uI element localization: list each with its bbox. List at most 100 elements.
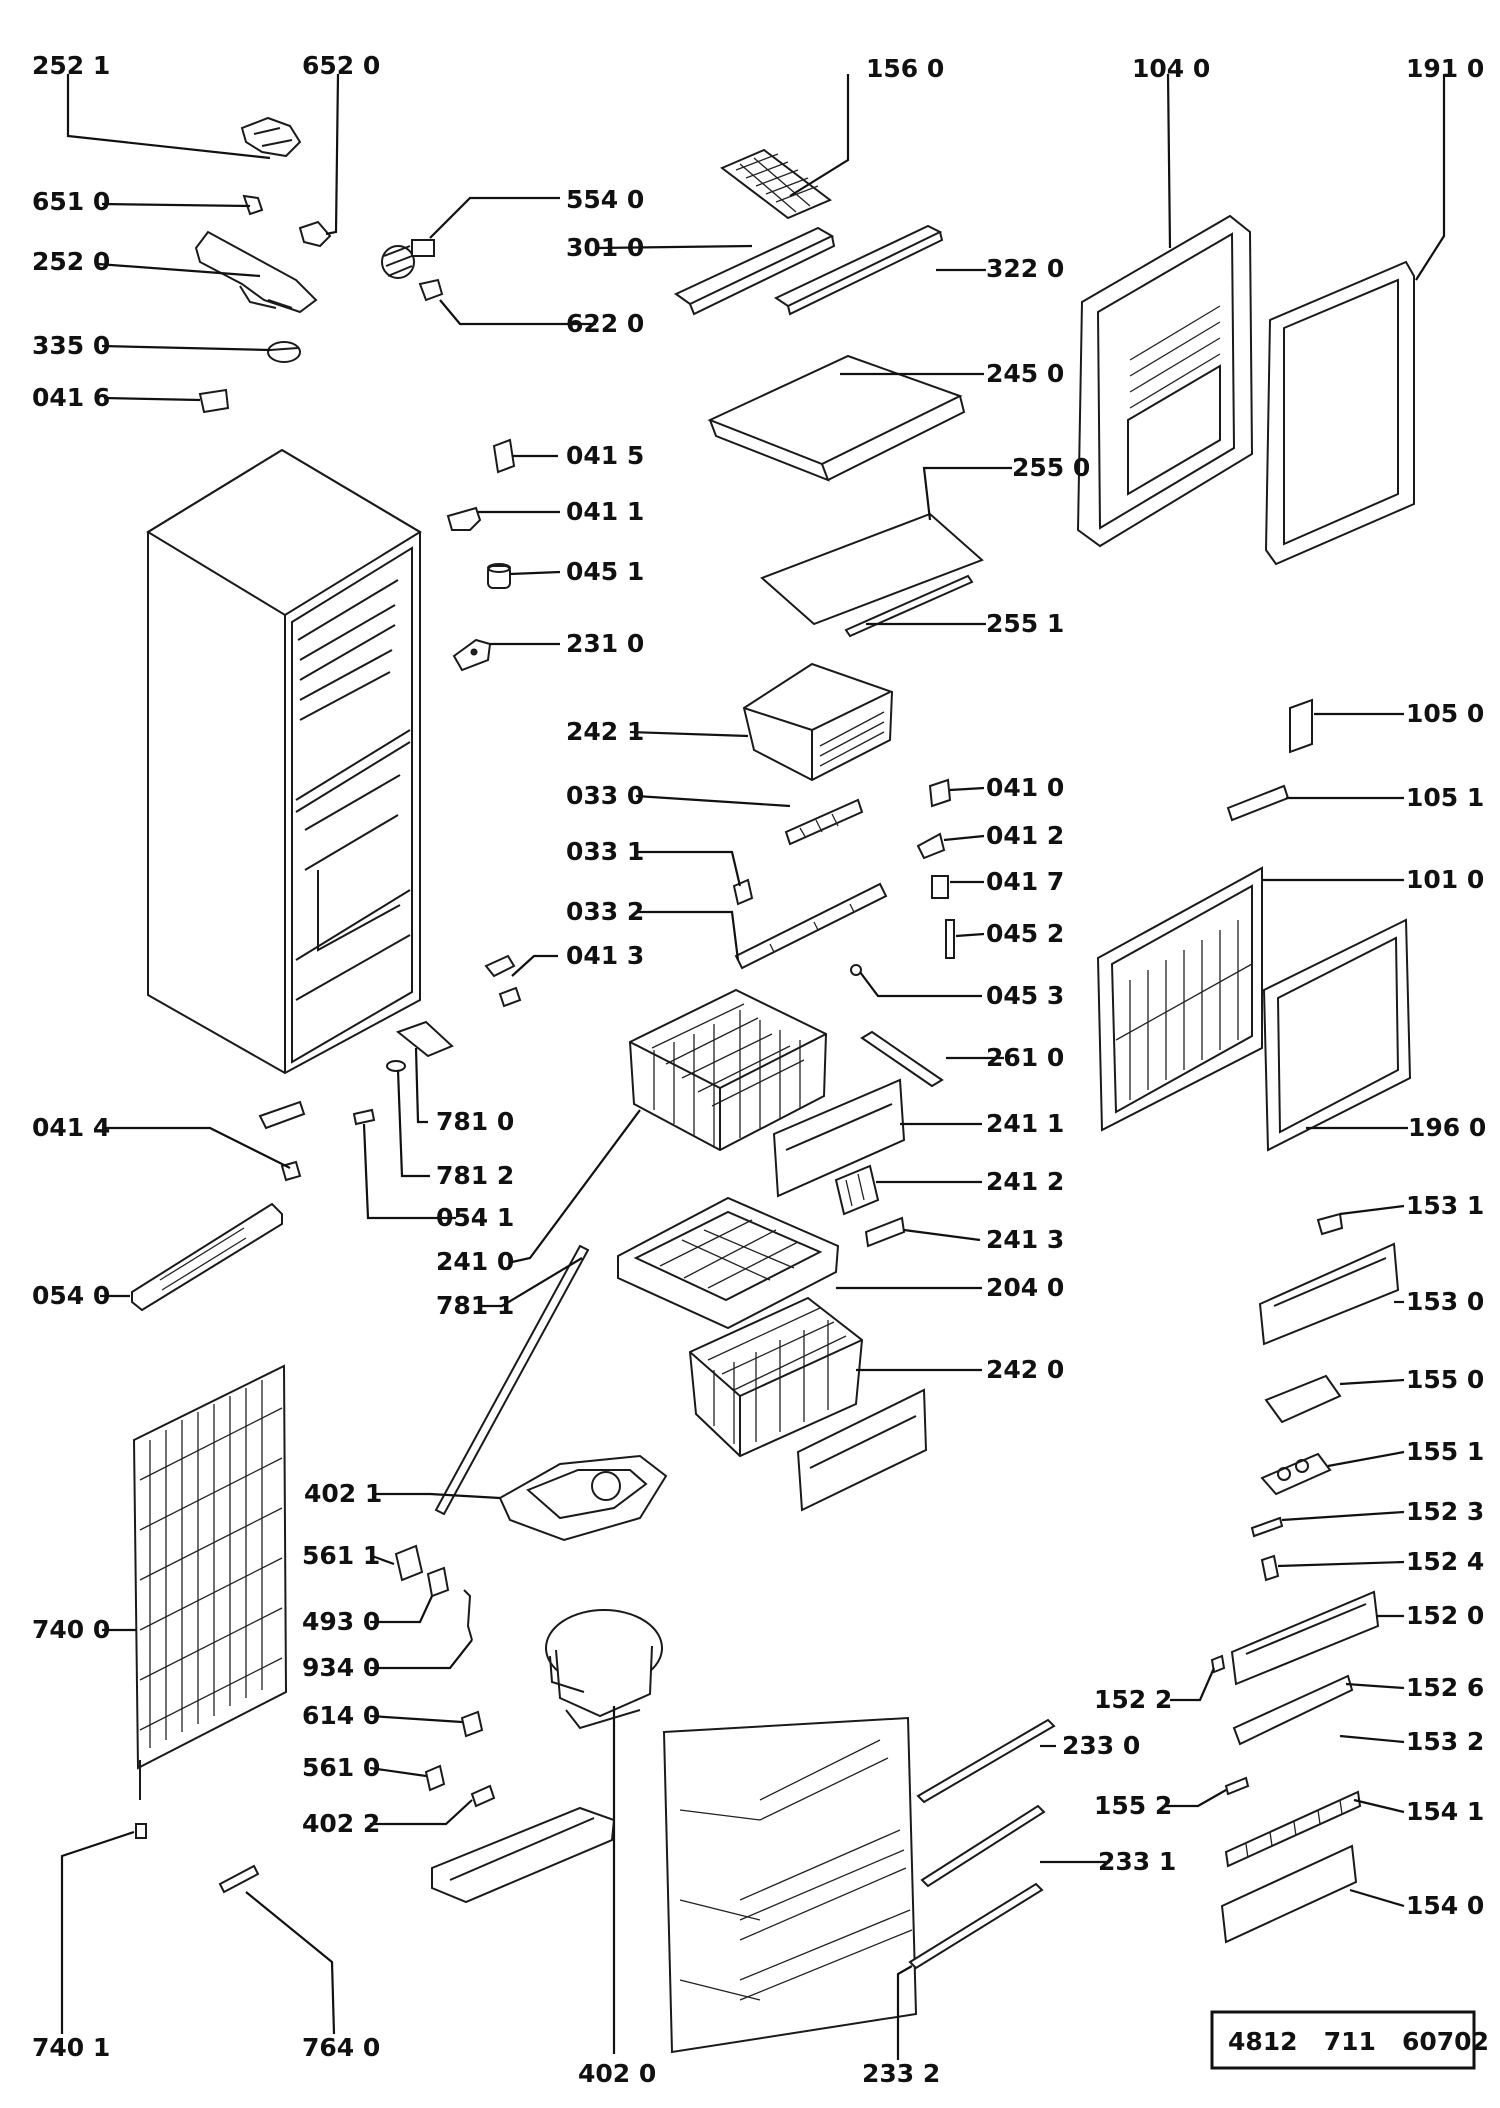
part-1050-illustration [1289,698,1313,754]
part-2330-illustration [916,1718,1056,1804]
part-2550-illustration [760,512,984,626]
label-0541: 054 1 [436,1203,514,1232]
part-7811-illustration [434,1244,590,1516]
label-0412: 041 2 [986,821,1064,850]
part-9340-illustration [463,1589,473,1641]
label-1050: 105 0 [1406,699,1484,728]
label-1552: 155 2 [1094,1791,1172,1820]
part-7401-illustration [135,1823,147,1839]
label-5611: 561 1 [302,1541,380,1570]
label-0452: 045 2 [986,919,1064,948]
label-1910: 191 0 [1406,54,1484,83]
label-6520: 652 0 [302,51,380,80]
part-0412-illustration [916,832,946,860]
part-1040-illustration [1076,214,1254,548]
part-7400-illustration [132,1364,288,1800]
label-1010: 101 0 [1406,865,1484,894]
part-2040-illustration [617,1196,840,1330]
part-1540-illustration [1220,1844,1358,1944]
part-2413-illustration [864,1216,906,1248]
label-7400: 740 0 [32,1615,110,1644]
label-1040: 104 0 [1132,54,1210,83]
part-1530-illustration [1258,1242,1400,1346]
part-2450-illustration [707,354,966,482]
label-0417: 041 7 [986,867,1064,896]
label-1540: 154 0 [1406,1891,1484,1920]
part-1910-illustration [1264,260,1415,566]
label-7811: 781 1 [436,1291,514,1320]
label-4930: 493 0 [302,1607,380,1636]
label-7812: 781 2 [436,1161,514,1190]
part-2610-illustration [860,1030,944,1088]
part-1552-illustration [1224,1776,1250,1796]
reference-number-box: 4812 711 60702 [1210,2010,1489,2070]
label-2332: 233 2 [862,2059,940,2088]
part-2421-illustration [742,662,894,782]
part-0415-illustration [492,438,516,474]
label-0332: 033 2 [566,897,644,926]
label-0540: 054 0 [32,1281,110,1310]
label-3010: 301 0 [566,233,644,262]
label-2040: 204 0 [986,1273,1064,1302]
part-2420-illustration [688,1296,864,1458]
label-2520: 252 0 [32,247,110,276]
part-0540-illustration [131,1202,283,1312]
label-1051: 105 1 [1406,783,1484,812]
label-2310: 231 0 [566,629,644,658]
label-1551: 155 1 [1406,1437,1484,1466]
label-1526: 152 6 [1406,1673,1484,1702]
label-2331: 233 1 [1098,1847,1176,1876]
part-0413-illustration [484,954,522,1008]
part-0332-illustration [734,882,888,970]
label-6510: 651 0 [32,187,110,216]
label-1522: 152 2 [1094,1685,1172,1714]
part-4930-illustration [426,1566,450,1598]
part-2331-illustration [920,1804,1046,1888]
label-1531: 153 1 [1406,1191,1484,1220]
label-2450: 245 0 [986,359,1064,388]
label-2330: 233 0 [1062,1731,1140,1760]
label-4020: 402 0 [578,2059,656,2088]
part-1541-illustration [1224,1790,1362,1868]
part-0411-illustration [446,506,482,531]
label-0453: 045 3 [986,981,1064,1010]
part-6520-illustration [298,220,332,248]
label-0413: 041 3 [566,941,644,970]
part-2410-illustration [628,988,828,1152]
label-0415: 041 5 [566,441,644,470]
label-9340: 934 0 [302,1653,380,1682]
part-1010-illustration [1096,866,1263,1132]
part-0414-illustration [258,1100,306,1182]
part-7640-illustration [218,1864,260,1894]
label-0410: 041 0 [986,773,1064,802]
label-1532: 153 2 [1406,1727,1484,1756]
part-1960-illustration [1262,918,1412,1152]
label-0411: 041 1 [566,497,644,526]
part-2310-illustration [452,638,492,672]
part-7812-illustration [386,1060,406,1072]
part-labels: 252 1 652 0 156 0 104 0 191 0 651 0 554 … [32,51,1486,2088]
part-1524-illustration [1260,1554,1280,1582]
part-1560-illustration [720,148,832,220]
label-0331: 033 1 [566,837,644,866]
label-0451: 045 1 [566,557,644,586]
label-1530: 153 0 [1406,1287,1484,1316]
part-5540-illustration [381,239,435,279]
part-4020-illustration [545,1609,663,1730]
part-6140-illustration [460,1710,484,1738]
label-0416: 041 6 [32,383,110,412]
part-5611-illustration [394,1544,424,1582]
part-5610-illustration [424,1764,446,1792]
part-2551-illustration [844,574,974,638]
part-1520-illustration [1230,1590,1380,1686]
part-0417-illustration [931,875,949,899]
cabinet-body [146,448,422,1075]
label-7810: 781 0 [436,1107,514,1136]
part-1523-illustration [1250,1516,1284,1538]
label-1550: 155 0 [1406,1365,1484,1394]
label-2610: 261 0 [986,1043,1064,1072]
label-2551: 255 1 [986,609,1064,638]
part-3010-illustration [674,226,836,316]
reference-number: 4812 711 60702 [1228,2027,1489,2056]
reference-frame [1210,2010,1476,2070]
